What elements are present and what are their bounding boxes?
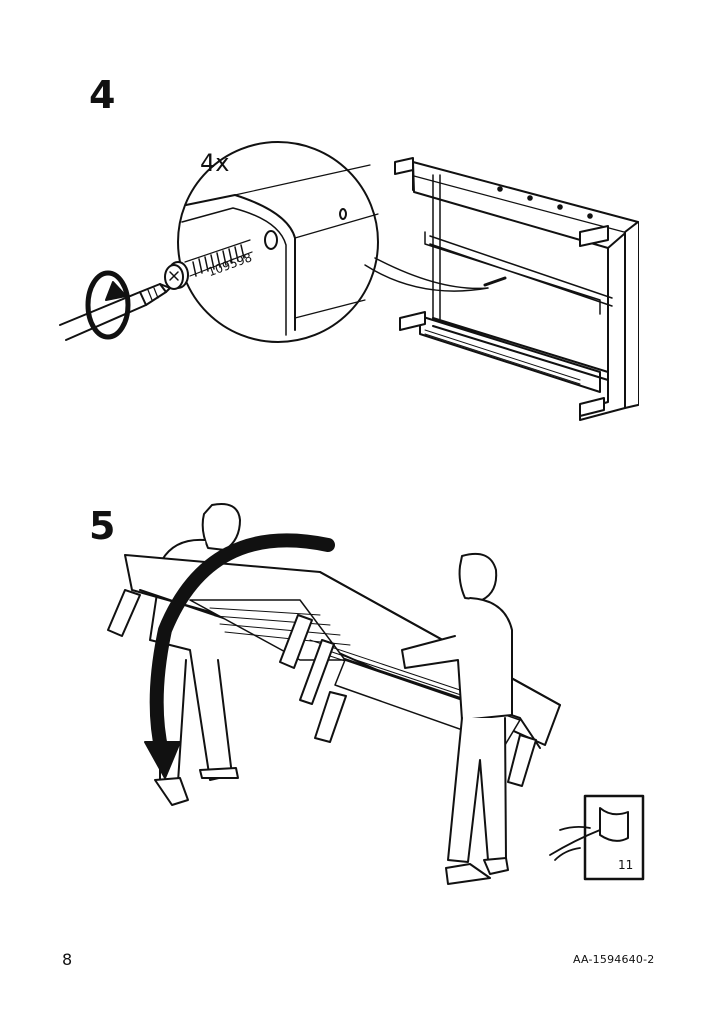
document-code: AA-1594640-2 <box>573 953 655 966</box>
detail-zoom-circle <box>177 141 379 343</box>
callout-leader <box>364 257 489 292</box>
screw-109598 <box>164 239 253 290</box>
quantity-label: 4x <box>200 149 230 177</box>
page-number: 8 <box>62 950 73 969</box>
rotation-arrow-icon <box>85 270 131 340</box>
sofa-frame <box>394 157 639 421</box>
frame-corner-detail <box>181 164 379 336</box>
step-number-4: 4 <box>89 73 116 117</box>
tilt-direction-arrow-icon <box>144 533 335 779</box>
step-4-illustration <box>59 141 639 421</box>
reference-page-number: 11 <box>618 858 634 872</box>
reference-page-icon <box>549 794 645 881</box>
sofa-being-tipped <box>107 554 561 787</box>
person-right <box>401 552 513 885</box>
step-number-5: 5 <box>89 504 116 548</box>
